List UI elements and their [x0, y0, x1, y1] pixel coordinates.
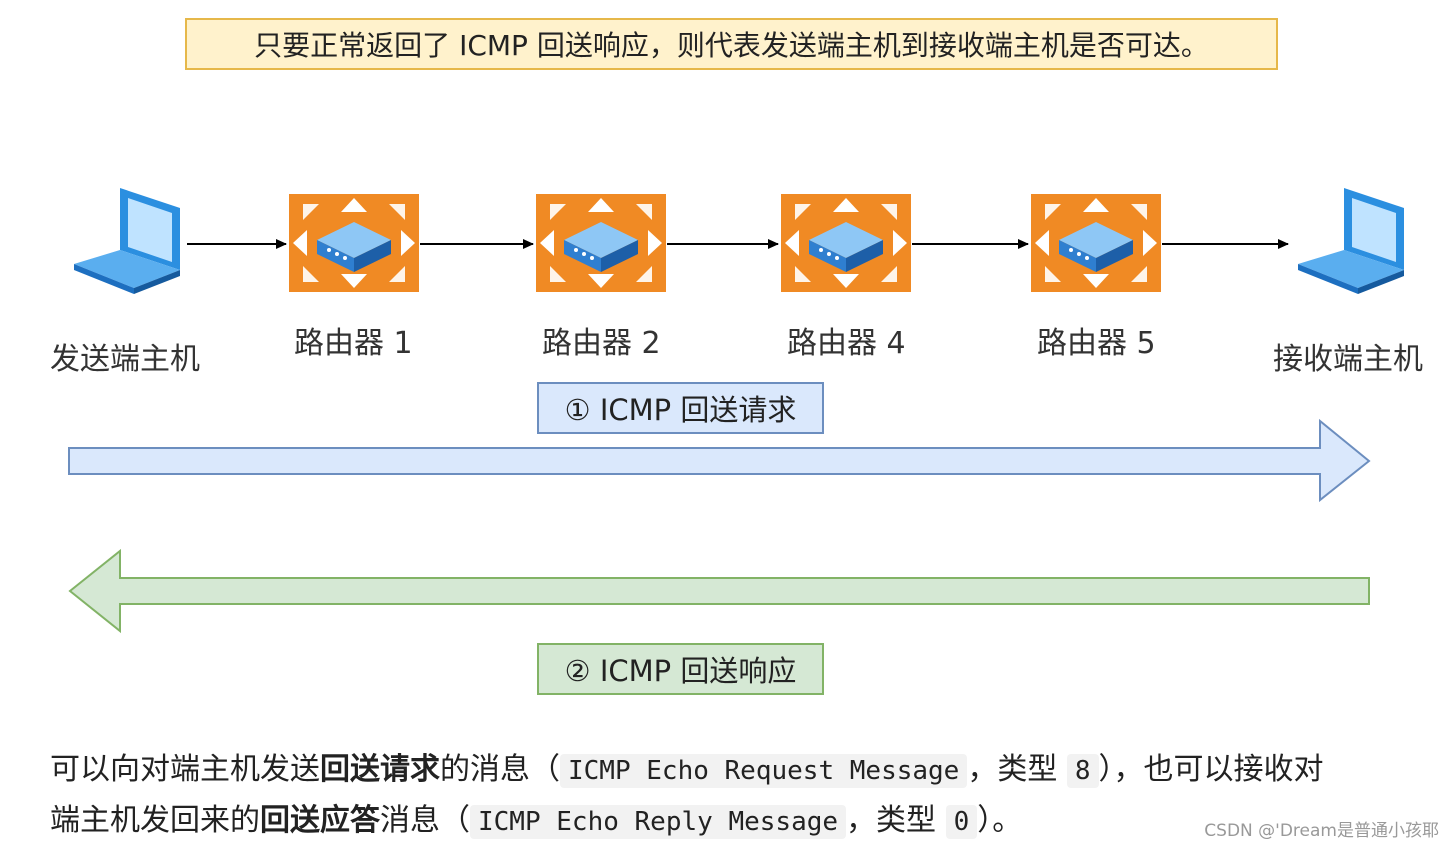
router-5-label: 路由器 5	[1037, 326, 1156, 361]
router-4-label: 路由器 4	[787, 326, 906, 361]
echo-request-label-box: ① ICMP 回送请求	[537, 382, 824, 434]
text-segment: ，类型	[846, 803, 937, 838]
code-type-0: 0	[945, 805, 978, 839]
text-segment: ，类型	[967, 752, 1058, 787]
code-echo-request-message: ICMP Echo Request Message	[560, 754, 968, 788]
echo-reply-label-box: ② ICMP 回送响应	[537, 643, 824, 695]
csdn-watermark: CSDN @'Dream是普通小孩耶	[1204, 821, 1439, 841]
sender-label: 发送端主机	[50, 342, 200, 377]
text-segment: 的消息（	[440, 752, 560, 787]
text-segment: ）。	[977, 803, 1023, 838]
code-type-8: 8	[1066, 754, 1099, 788]
text-segment: 可以向对端主机发送	[50, 752, 320, 787]
text-segment: 端主机发回来的	[50, 803, 260, 838]
receiver-label: 接收端主机	[1273, 342, 1423, 377]
bold-term-echo-reply: 回送应答	[260, 803, 380, 838]
bold-term-echo-request: 回送请求	[320, 752, 440, 787]
router-2-label: 路由器 2	[542, 326, 661, 361]
description-line-2: 端主机发回来的回送应答消息（ICMP Echo Reply Message，类型…	[50, 801, 1430, 842]
router-1-label: 路由器 1	[294, 326, 413, 361]
text-segment: 消息（	[380, 803, 470, 838]
text-segment: ），也可以接收对	[1098, 752, 1324, 787]
request-flow-arrow	[68, 418, 1371, 503]
router-1-icon	[289, 194, 419, 292]
router-2-icon	[536, 194, 666, 292]
router-5-icon	[1031, 194, 1161, 292]
description-line-1: 可以向对端主机发送回送请求的消息（ICMP Echo Request Messa…	[50, 750, 1430, 791]
summary-banner-text: 只要正常返回了 ICMP 回送响应，则代表发送端主机到接收端主机是否可达。	[254, 29, 1209, 62]
sender-laptop-icon	[74, 188, 180, 294]
reply-flow-arrow	[68, 548, 1370, 634]
receiver-laptop-icon	[1298, 188, 1404, 294]
code-echo-reply-message: ICMP Echo Reply Message	[470, 805, 847, 839]
echo-reply-label: ② ICMP 回送响应	[564, 654, 797, 688]
router-4-icon	[781, 194, 911, 292]
summary-banner: 只要正常返回了 ICMP 回送响应，则代表发送端主机到接收端主机是否可达。	[185, 18, 1278, 70]
echo-request-label: ① ICMP 回送请求	[564, 393, 797, 427]
